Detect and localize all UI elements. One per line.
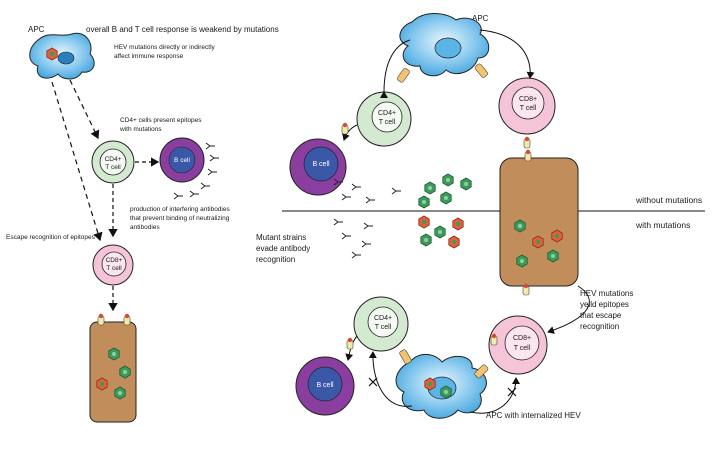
right-cd4-bottom-nucleus [367,306,399,338]
hev-escape-note-line4: recognition [580,322,619,331]
right-apc-top-nucleus [434,37,462,59]
without-mutations-label: without mutations [635,195,702,205]
apc-to-cd4-arrow [69,79,100,140]
right-b-cell-bottom-label: B cell [316,382,334,389]
mutant-note-line2: evade antibody [256,244,310,253]
right-cd8-top-label-1: CD8+ [519,96,537,103]
antibody-note-line3: antibodies [130,224,160,231]
right-cd4-bottom-label-1: CD4+ [374,315,392,322]
left-cd4-label-1: CD4+ [105,156,122,163]
right-cd8-bottom-label-2: T cell [514,345,531,352]
escape-note: Escape recognition of epitopes [6,234,96,241]
apc-to-cd8-bottom-arc [469,377,520,414]
right-cd8-bottom-nucleus [504,325,540,361]
right-cd4-top-nucleus [371,101,403,133]
right-cd8-top-label-2: T cell [520,105,537,112]
right-cd8-top-nucleus [511,86,545,120]
right-cd4-bottom-label-2: T cell [375,324,392,331]
right-cd4-top-label-1: CD4+ [378,110,396,117]
right-hepatocyte [499,157,579,287]
free-antibodies-top [333,178,402,204]
right-cd4-top-label-2: T cell [379,119,396,126]
cd4-to-bcell-top-arrow [342,124,358,141]
left-b-cell-nucleus [168,146,196,174]
right-b-cell-top-nucleus [303,146,339,182]
mutant-virions [418,215,464,249]
apc-to-cd8-arc [479,29,535,79]
antibody-note-line2: that prevent binding of neutralizing [130,215,230,222]
left-cd8-nucleus [101,251,127,277]
free-virions-top [418,173,472,209]
right-apc-bottom-label: APC with internalized HEV [486,411,581,420]
left-apc-label: APC [28,25,45,34]
cd4-note-line2: with mutations [119,126,162,133]
apc-to-cd4-bottom-arc [368,351,413,407]
left-hepatocyte [89,321,137,423]
cd4-note-line1: CD4+ cells present epitopes [120,117,202,124]
top-apc-mhc [397,63,489,83]
apc-to-cd8-arrow [51,81,103,242]
left-cd8-label-1: CD8+ [106,257,123,264]
left-cd4-nucleus [99,148,127,176]
right-b-cell-top-label: B cell [312,161,330,168]
block-markers [368,377,517,397]
hev-note-line1: HEV mutations directly or indirectly [114,44,216,51]
left-b-cell-label: B cell [174,157,190,164]
left-heading: overall B and T cell response is weakend… [86,25,279,34]
cd4-to-apc-arc [379,39,411,99]
bottom-apc-mhc [399,349,489,379]
hepatocyte-to-cd8-arrow [547,285,590,334]
hev-escape-note-line3: that escape [580,311,622,320]
left-cd4-label-2: T cell [105,164,121,171]
right-cd8-bottom-label-1: CD8+ [513,335,531,342]
free-antibodies-bottom [333,218,374,259]
right-b-cell-bottom-nucleus [307,366,343,402]
antibody-note-line1: production of interfering antibodies [130,206,230,213]
mutant-note-line1: Mutant strains [256,233,306,242]
hev-escape-note-line1: HEV mutations [580,289,633,298]
mutant-note-line3: recognition [256,255,295,264]
left-cd8-label-2: T cell [106,265,122,272]
hev-escape-note-line2: yeild epitopes [580,300,629,309]
with-mutations-label: with mutations [635,220,690,230]
right-apc-label: APC [472,14,489,23]
left-apc-nucleus [57,51,75,65]
hev-note-line2: affect immune response [114,53,184,60]
